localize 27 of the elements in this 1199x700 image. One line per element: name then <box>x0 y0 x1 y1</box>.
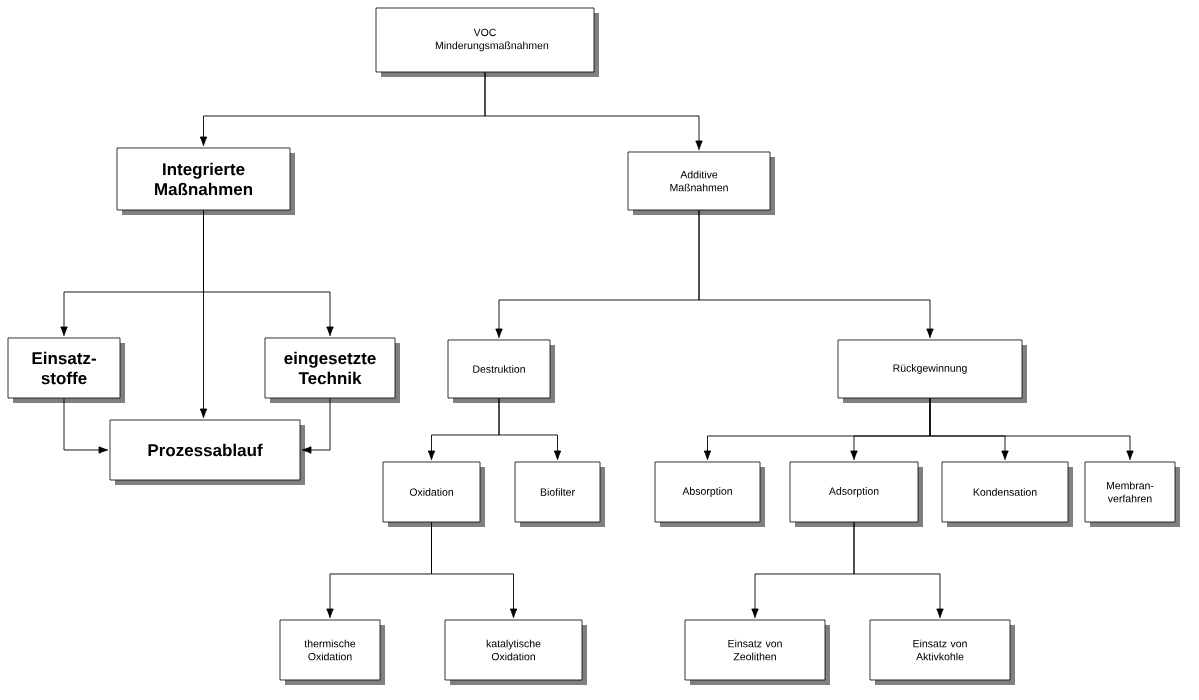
arrow <box>484 71 703 151</box>
box: katalytische Oxidation <box>444 619 587 685</box>
box: Oxidation <box>382 461 485 527</box>
arrow <box>498 397 562 461</box>
box: Absorption <box>654 461 765 527</box>
box: Adsorption <box>789 461 923 527</box>
box: eingesetzte Technik <box>264 337 400 403</box>
arrow <box>698 209 934 339</box>
box: thermische Oxidation <box>279 619 385 685</box>
box: Integrierte Maßnahmen <box>116 147 295 215</box>
box: Einsatz von Aktivkohle <box>869 619 1015 685</box>
box: Destruktion <box>447 339 555 403</box>
arrow <box>929 397 1134 461</box>
box: Einsatz- stoffe <box>7 337 125 403</box>
arrow <box>853 521 944 619</box>
box: Additive Maßnahmen <box>627 151 775 215</box>
box: Kondensation <box>941 461 1073 527</box>
arrow <box>431 521 518 619</box>
box: Einsatz von Zeolithen <box>684 619 830 685</box>
box: Membran- verfahren <box>1084 461 1180 527</box>
arrow <box>301 397 331 454</box>
box: Rückgewinnung <box>837 339 1027 403</box>
arrow <box>63 397 109 454</box>
arrow <box>203 209 334 337</box>
box: Biofilter <box>514 461 605 527</box>
box: VOC Minderungsmaßnahmen <box>375 7 599 77</box>
box: Prozessablauf <box>109 419 305 485</box>
